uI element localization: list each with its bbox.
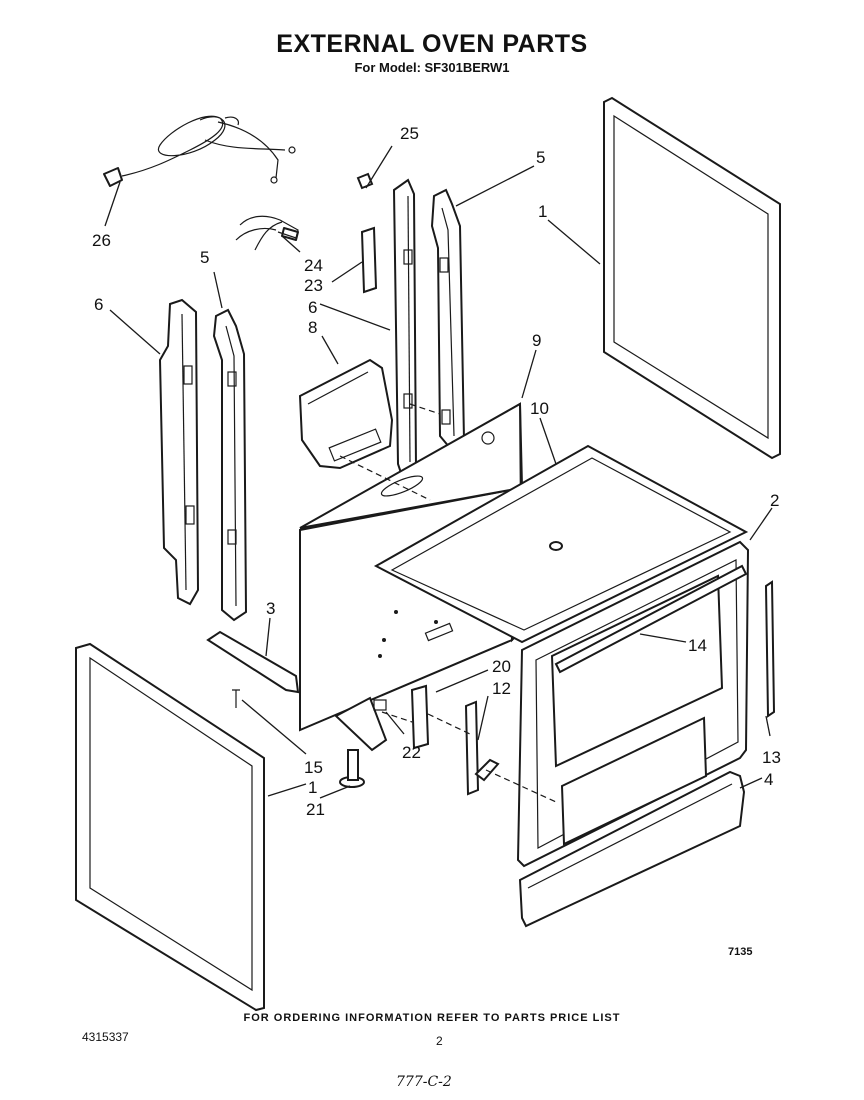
callout-24: 24 bbox=[304, 256, 323, 275]
cooktop-panel-part bbox=[373, 444, 749, 644]
callout-2: 2 bbox=[770, 491, 779, 510]
bracket-part bbox=[410, 684, 430, 750]
rear-support-part bbox=[334, 696, 388, 752]
callout-4: 4 bbox=[764, 770, 773, 789]
wire-harness-part bbox=[235, 215, 299, 251]
power-cord-part bbox=[103, 115, 296, 187]
callout-25: 25 bbox=[400, 124, 419, 143]
callout-5-right: 5 bbox=[536, 148, 545, 167]
callout-13: 13 bbox=[762, 748, 781, 767]
callout-20: 20 bbox=[492, 657, 511, 676]
ordering-note: FOR ORDERING INFORMATION REFER TO PARTS … bbox=[243, 1012, 621, 1024]
callout-1-bottom: 1 bbox=[308, 778, 317, 797]
callout-1-top: 1 bbox=[538, 202, 547, 221]
callout-3: 3 bbox=[266, 599, 275, 618]
side-panel-bottom-part bbox=[75, 642, 265, 1012]
model-subtitle: For Model: SF301BERW1 bbox=[354, 60, 510, 75]
screw-part bbox=[232, 689, 240, 708]
leveling-leg-part bbox=[339, 749, 365, 788]
callout-10: 10 bbox=[530, 399, 549, 418]
callout-22: 22 bbox=[402, 743, 421, 762]
diagram-title: EXTERNAL OVEN PARTS bbox=[276, 30, 588, 58]
vent-duct-part bbox=[298, 358, 394, 470]
leader-lines bbox=[104, 145, 773, 799]
callout-26: 26 bbox=[92, 231, 111, 250]
callout-21: 21 bbox=[306, 800, 325, 819]
document-number: 4315337 bbox=[82, 1030, 129, 1044]
front-frame-part bbox=[516, 540, 750, 868]
brace-left-part bbox=[212, 308, 248, 622]
side-channel-left-part bbox=[158, 298, 200, 606]
callout-5-left: 5 bbox=[200, 248, 209, 267]
side-channel-right-part bbox=[392, 178, 418, 478]
callout-6-right: 6 bbox=[308, 298, 317, 317]
bottom-bracket-part bbox=[206, 630, 300, 694]
kick-plate-part bbox=[518, 770, 746, 928]
callout-12: 12 bbox=[492, 679, 511, 698]
side-panel-top-part bbox=[603, 96, 781, 460]
trim-rod-part bbox=[764, 580, 776, 718]
callout-8: 8 bbox=[308, 318, 317, 337]
callout-15: 15 bbox=[304, 758, 323, 777]
callout-14: 14 bbox=[688, 636, 707, 655]
callout-9: 9 bbox=[532, 331, 541, 350]
brace-right-part bbox=[430, 188, 466, 450]
strip-part bbox=[554, 564, 748, 674]
page-number: 2 bbox=[436, 1034, 443, 1048]
callout-23: 23 bbox=[304, 276, 323, 295]
figure-number: 7135 bbox=[728, 946, 753, 958]
callout-6-left: 6 bbox=[94, 295, 103, 314]
small-bracket-part bbox=[360, 226, 378, 294]
handwritten-code: 777-C-2 bbox=[396, 1074, 452, 1090]
leveler-bracket-part bbox=[464, 700, 500, 796]
